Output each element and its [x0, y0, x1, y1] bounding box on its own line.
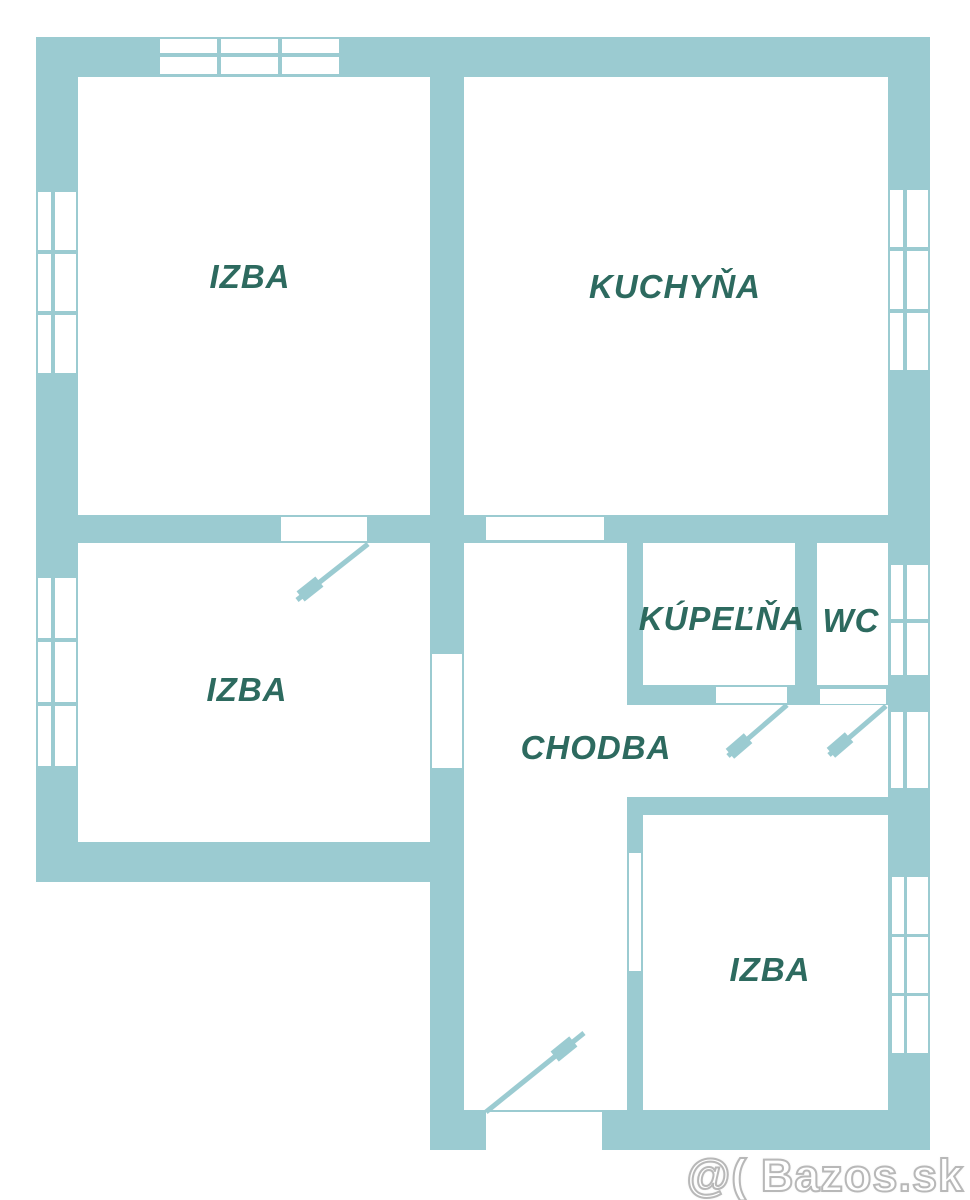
- door-opening-kupelna: [716, 687, 787, 703]
- window-pane: [892, 996, 904, 1053]
- wall-kupelna-left: [627, 543, 643, 705]
- room-label-izba-bottom-right: IZBA: [729, 951, 811, 988]
- window-pane: [38, 253, 51, 312]
- window-izba3-right: [892, 877, 928, 1053]
- wall-middle-horizontal: [78, 515, 888, 543]
- window-pane: [907, 190, 928, 248]
- window-pane: [907, 623, 928, 675]
- door-opening-izba3: [629, 853, 641, 971]
- window-pane: [892, 936, 904, 994]
- wall-middle-vertical: [430, 77, 464, 1150]
- window-izba2-left: [38, 578, 76, 766]
- room-label-kuchyna: KUCHYŇA: [589, 268, 761, 305]
- room-label-kupelna: KÚPEĽŇA: [638, 600, 806, 637]
- window-pane: [38, 578, 51, 638]
- window-pane: [907, 996, 928, 1053]
- window-pane: [907, 712, 928, 788]
- room-label-wc: WC: [822, 602, 880, 639]
- window-pane: [907, 877, 928, 934]
- window-wc-right: [891, 565, 928, 675]
- window-pane: [282, 57, 339, 74]
- room-label-izba-middle-left: IZBA: [206, 671, 288, 708]
- window-pane: [907, 251, 928, 309]
- window-pane: [890, 312, 903, 370]
- window-pane: [892, 877, 904, 934]
- room-label-chodba: CHODBA: [520, 729, 672, 766]
- door-opening-kuchyna: [486, 517, 604, 540]
- wall-izba2-bottom: [36, 842, 464, 882]
- window-pane: [160, 39, 217, 53]
- window-pane: [891, 565, 903, 619]
- window-pane: [890, 251, 903, 309]
- window-pane: [55, 253, 76, 312]
- door-opening-izba2-chodba: [432, 654, 462, 768]
- window-pane: [891, 623, 903, 675]
- window-pane: [891, 712, 903, 788]
- window-pane: [907, 565, 928, 619]
- window-pane: [55, 315, 76, 373]
- door-opening-wc: [820, 689, 886, 704]
- window-pane: [38, 706, 51, 766]
- window-pane: [221, 39, 278, 53]
- watermark-bazos: @( Bazos.sk: [686, 1149, 964, 1200]
- window-pane: [38, 315, 51, 373]
- window-pane: [221, 57, 278, 74]
- window-pane: [38, 642, 51, 702]
- room-label-izba-top-left: IZBA: [209, 258, 291, 295]
- window-pane: [55, 642, 76, 702]
- window-pane: [55, 192, 76, 250]
- window-pane: [907, 936, 928, 994]
- window-pane: [160, 57, 217, 74]
- window-izba1-left: [38, 192, 76, 373]
- door-opening-entry: [486, 1112, 602, 1150]
- window-pane: [55, 578, 76, 638]
- wall-izba3-top: [627, 797, 888, 815]
- wall-kupelna-wc-divider: [795, 543, 817, 705]
- window-pane: [55, 706, 76, 766]
- window-pane: [890, 190, 903, 248]
- door-opening-izba2: [281, 517, 367, 541]
- window-pane: [907, 312, 928, 370]
- window-pane: [38, 192, 51, 250]
- window-kuchyna-right: [890, 190, 928, 370]
- window-chodba-right: [891, 712, 928, 788]
- window-pane: [282, 39, 339, 53]
- window-izba1-top: [160, 39, 339, 74]
